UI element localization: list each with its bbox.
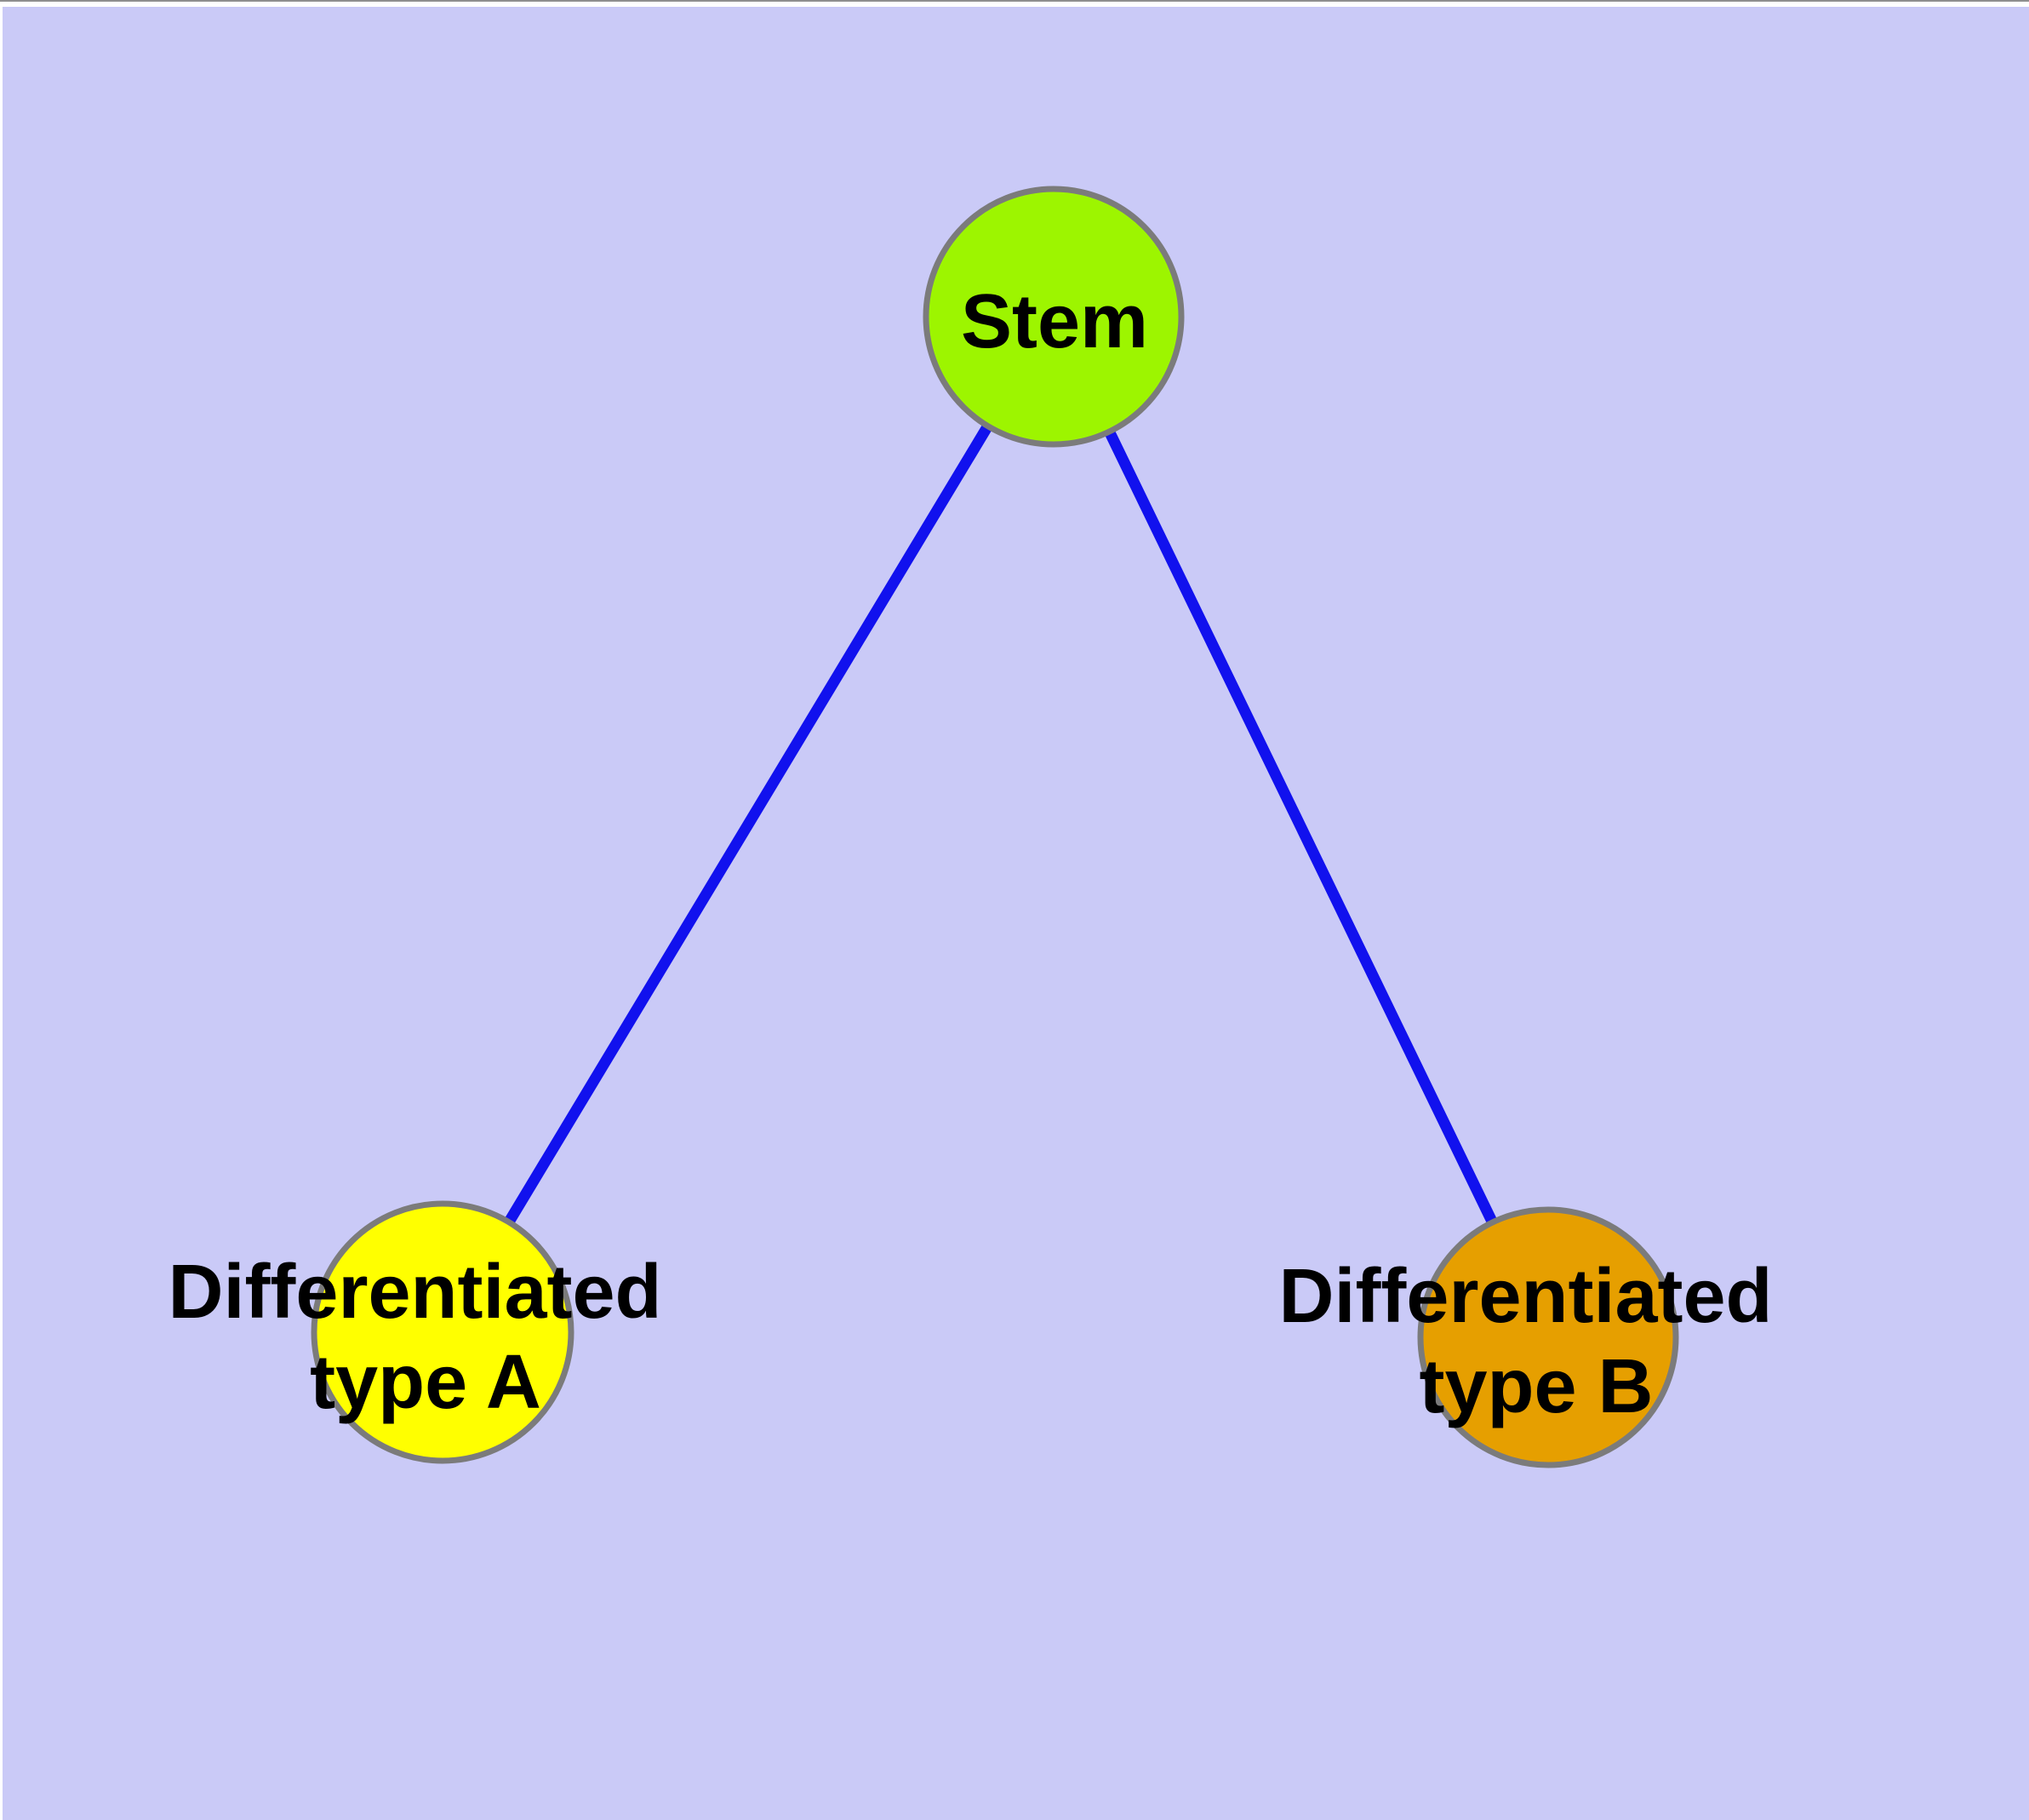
window-left-edge: [0, 7, 3, 1820]
node-differentiated-type-a-circle: [311, 1200, 574, 1464]
window-top-edge: [0, 0, 2029, 7]
node-stem-circle: [923, 186, 1185, 448]
edge-stem-to-differentiated-type-a: [437, 313, 1059, 1336]
node-differentiated-type-a-label-line1: Differentiated: [168, 1250, 661, 1335]
window-top-edge-line: [0, 0, 2029, 2]
node-differentiated-type-a-label-line2: type A: [310, 1340, 541, 1425]
edge-stem-to-differentiated-type-b: [1049, 314, 1553, 1340]
node-differentiated-type-a-label: Differentiated type A: [168, 1250, 683, 1425]
node-differentiated-type-b-label: Differentiated type B: [1278, 1254, 1793, 1429]
node-differentiated-type-b-label-line1: Differentiated: [1278, 1254, 1772, 1339]
node-differentiated-type-b-circle: [1417, 1206, 1679, 1468]
node-stem-label: Stem: [961, 279, 1148, 364]
node-differentiated-type-b-label-line2: type B: [1419, 1344, 1653, 1429]
